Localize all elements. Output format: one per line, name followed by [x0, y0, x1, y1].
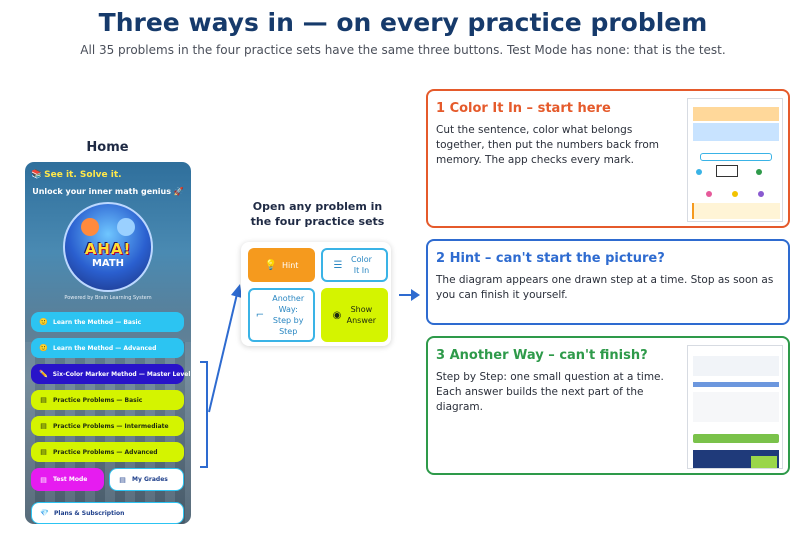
- thumb-heading: [693, 382, 779, 387]
- another-way-button[interactable]: ⌐ Another Way: Step by Step: [248, 288, 315, 342]
- sheet-icon: ▤: [40, 475, 47, 484]
- step-by-step-screenshot: [687, 345, 783, 469]
- card-body: The diagram appears one drawn step at a …: [436, 274, 774, 301]
- practice-basic-button[interactable]: ▤ Practice Problems — Basic: [31, 390, 184, 410]
- diamond-icon: 💎: [40, 509, 49, 517]
- page-subtitle: All 35 problems in the four practice set…: [80, 43, 726, 57]
- eye-icon: ◉: [332, 309, 342, 321]
- thumb-text: [693, 392, 779, 422]
- color-it-in-button[interactable]: ☰ Color It In: [321, 248, 388, 282]
- thumb-text: [693, 356, 779, 376]
- color-it-in-screenshot: [687, 98, 783, 222]
- practice-sets-bracket: [200, 361, 208, 468]
- thumb-note: [692, 203, 780, 219]
- thumb-highlight: [693, 107, 779, 121]
- open-problem-label: Open any problem in the four practice se…: [250, 200, 385, 228]
- practice-advanced-button[interactable]: ▤ Practice Problems — Advanced: [31, 442, 184, 462]
- arrow-to-buttons: [208, 284, 242, 413]
- logo-subtitle: MATH: [91, 258, 125, 269]
- card-body: Cut the sentence, color what belongs tog…: [436, 124, 659, 166]
- home-label: Home: [86, 140, 129, 155]
- button-label: My Grades: [132, 476, 168, 483]
- lines-icon: ☰: [333, 259, 343, 271]
- powered-by: Powered by Brain Learning System: [64, 295, 152, 301]
- button-label: Practice Problems — Intermediate: [53, 422, 169, 430]
- sheet-icon: ▤: [40, 396, 47, 404]
- phone-home-screen: 📚 See it. Solve it. Unlock your inner ma…: [25, 162, 191, 524]
- app-slogan: See it. Solve it.: [44, 170, 122, 180]
- button-label: Six-Color Marker Method — Master Level: [52, 370, 191, 378]
- app-header: 📚 See it. Solve it.: [31, 170, 122, 180]
- button-label: Hint: [282, 260, 299, 270]
- hint-card: 2 Hint – can't start the picture? The di…: [426, 239, 790, 325]
- hint-button[interactable]: 💡 Hint: [248, 248, 315, 282]
- button-label: Show Answer: [346, 305, 377, 325]
- thumb-diagram-bar: [751, 456, 777, 468]
- button-label: Practice Problems — Advanced: [53, 448, 158, 456]
- button-label: Test Mode: [53, 476, 88, 483]
- button-label: Practice Problems — Basic: [53, 396, 143, 404]
- pencil-icon: ✏️: [39, 370, 48, 378]
- six-color-marker-button[interactable]: ✏️ Six-Color Marker Method — Master Leve…: [31, 364, 190, 384]
- show-answer-button[interactable]: ◉ Show Answer: [321, 288, 388, 342]
- lightbulb-icon: 💡: [264, 259, 277, 271]
- card-body: Step by Step: one small question at a ti…: [436, 371, 664, 413]
- learn-basic-button[interactable]: 🙂 Learn the Method — Basic: [31, 312, 184, 332]
- thumb-highlight: [693, 123, 779, 141]
- practice-intermediate-button[interactable]: ▤ Practice Problems — Intermediate: [31, 416, 184, 436]
- card-heading: 3 Another Way – can't finish?: [436, 348, 648, 363]
- card-heading: 1 Color It In – start here: [436, 101, 611, 116]
- thumb-check-button: [693, 434, 779, 443]
- smile-icon: 🙂: [39, 318, 48, 326]
- sheet-icon: ▤: [40, 422, 47, 430]
- aha-math-logo: AHA! MATH: [63, 202, 153, 292]
- kid-mascot-icon: [117, 218, 135, 236]
- color-it-in-card: 1 Color It In – start here Cut the sente…: [426, 89, 790, 228]
- thumb-button: [700, 153, 772, 161]
- thumb-box: [716, 165, 738, 177]
- problem-buttons-card: 💡 Hint ☰ Color It In ⌐ Another Way: Step…: [241, 242, 391, 346]
- learn-advanced-button[interactable]: 🙂 Learn the Method — Advanced: [31, 338, 184, 358]
- test-mode-button[interactable]: ▤ Test Mode: [31, 468, 104, 491]
- my-grades-button[interactable]: ▤ My Grades: [109, 468, 184, 491]
- thumb-diagram: [693, 450, 779, 468]
- thumb-marker: [706, 191, 712, 197]
- app-tagline: Unlock your inner math genius 🚀: [32, 187, 184, 196]
- smile-icon: 🙂: [39, 344, 48, 352]
- sheet-icon: ▤: [119, 475, 126, 484]
- stairs-icon: ⌐: [255, 309, 265, 321]
- robot-mascot-icon: [81, 218, 99, 236]
- thumb-marker: [758, 191, 764, 197]
- button-label: Another Way: Step by Step: [272, 294, 305, 336]
- books-icon: 📚: [31, 170, 43, 180]
- page-title: Three ways in — on every practice proble…: [98, 8, 708, 37]
- button-label: Learn the Method — Basic: [53, 318, 142, 326]
- arrow-to-cards: [399, 289, 420, 301]
- button-label: Plans & Subscription: [54, 509, 125, 517]
- button-label: Learn the Method — Advanced: [53, 344, 157, 352]
- plans-subscription-button[interactable]: 💎 Plans & Subscription: [31, 502, 184, 524]
- thumb-marker: [732, 191, 738, 197]
- button-label: Color It In: [351, 255, 372, 275]
- thumb-marker: [756, 169, 762, 175]
- sheet-icon: ▤: [40, 448, 47, 456]
- logo-title: AHA!: [84, 240, 132, 258]
- card-heading: 2 Hint – can't start the picture?: [436, 251, 665, 266]
- another-way-card: 3 Another Way – can't finish? Step by St…: [426, 336, 790, 475]
- thumb-marker: [696, 169, 702, 175]
